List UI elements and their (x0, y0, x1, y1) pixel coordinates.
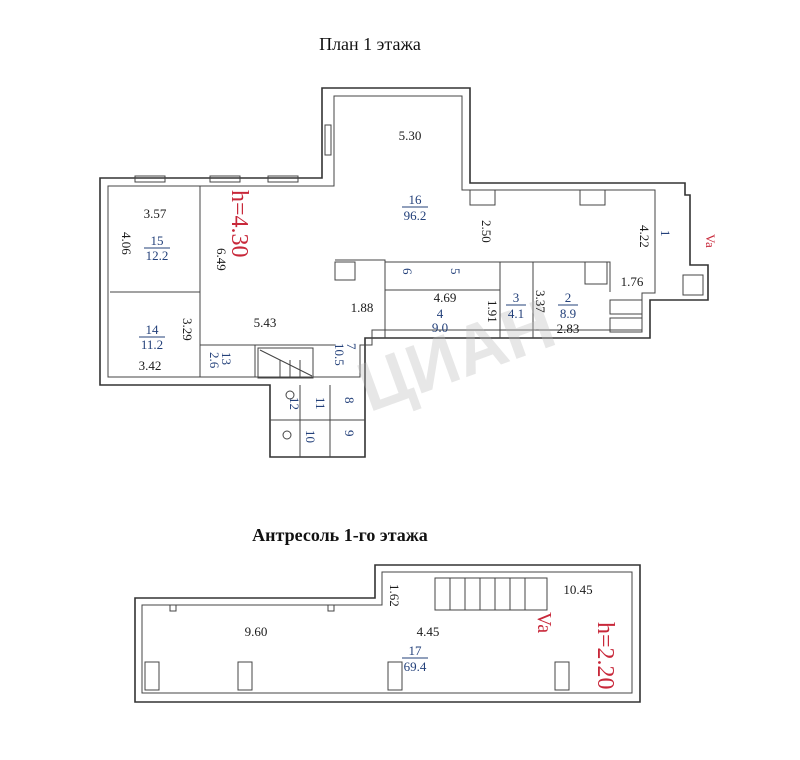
svg-text:8: 8 (342, 397, 357, 404)
svg-text:2.6: 2.6 (207, 352, 222, 369)
svg-text:1.88: 1.88 (351, 300, 374, 315)
mezz-height-label: h=2.20 (592, 622, 618, 690)
svg-text:15: 15 (151, 233, 164, 248)
svg-text:3.29: 3.29 (180, 318, 195, 341)
svg-text:3.37: 3.37 (533, 290, 548, 313)
mezz-dim: 4.45 (417, 624, 440, 639)
svg-text:13: 13 (219, 352, 234, 365)
svg-text:1.91: 1.91 (485, 300, 500, 323)
svg-text:6: 6 (400, 268, 415, 275)
svg-text:2: 2 (565, 290, 572, 305)
svg-text:3: 3 (513, 290, 520, 305)
svg-text:1.76: 1.76 (621, 274, 644, 289)
floor1-entrance-label: Va (703, 234, 718, 248)
svg-text:1: 1 (658, 230, 673, 237)
svg-text:4.06: 4.06 (119, 232, 134, 255)
svg-text:9.0: 9.0 (432, 320, 448, 335)
mezz-dim: 10.45 (563, 582, 592, 597)
stairs (257, 347, 314, 379)
svg-text:4.22: 4.22 (637, 225, 652, 248)
mezz-entrance-label: Va (533, 612, 555, 633)
svg-text:9: 9 (342, 430, 357, 437)
room-7: 710.5 (332, 343, 359, 366)
svg-text:5.30: 5.30 (399, 128, 422, 143)
svg-text:6.49: 6.49 (214, 248, 229, 271)
mezzanine-title: Антресоль 1-го этажа (252, 525, 428, 545)
svg-text:5: 5 (448, 268, 463, 275)
svg-text:14: 14 (146, 322, 160, 337)
floor1-title: План 1 этажа (319, 34, 421, 54)
svg-text:8.9: 8.9 (560, 306, 576, 321)
svg-text:2.50: 2.50 (479, 220, 494, 243)
floor1-dimensions: 5.30 3.57 4.06 6.49 5.43 3.29 3.42 1.88 … (119, 128, 652, 373)
room-4: 49.0 (432, 306, 448, 335)
mezzanine-stairs (434, 577, 548, 611)
svg-text:11: 11 (313, 397, 328, 410)
mezzanine-walls (134, 564, 641, 703)
room-2: 28.9 (558, 290, 578, 321)
svg-text:7: 7 (344, 343, 359, 350)
svg-text:17: 17 (409, 643, 423, 658)
svg-text:12: 12 (287, 397, 302, 410)
floor1-walls (99, 87, 709, 458)
toilet-icon (285, 390, 295, 400)
svg-text:4: 4 (437, 306, 444, 321)
svg-text:12.2: 12.2 (146, 248, 169, 263)
svg-text:69.4: 69.4 (404, 659, 427, 674)
svg-text:5.43: 5.43 (254, 315, 277, 330)
mezz-dim: 9.60 (245, 624, 268, 639)
room-13: 132.6 (207, 352, 234, 369)
toilet-icon (282, 430, 292, 440)
room-3: 34.1 (506, 290, 526, 321)
small-room-labels: 1 5 6 8 9 10 11 12 (287, 230, 673, 443)
floor1-height-label: h=4.30 (226, 190, 252, 258)
svg-text:4.1: 4.1 (508, 306, 524, 321)
svg-text:3.42: 3.42 (139, 358, 162, 373)
svg-text:11.2: 11.2 (141, 337, 163, 352)
mezz-dim: 1.62 (387, 584, 402, 607)
svg-text:2.83: 2.83 (557, 321, 580, 336)
svg-text:16: 16 (409, 192, 423, 207)
watermark: ЦИАН (348, 284, 565, 427)
svg-text:4.69: 4.69 (434, 290, 457, 305)
svg-text:3.57: 3.57 (144, 206, 167, 221)
svg-text:96.2: 96.2 (404, 208, 427, 223)
svg-text:10: 10 (303, 430, 318, 443)
svg-text:10.5: 10.5 (332, 343, 347, 366)
